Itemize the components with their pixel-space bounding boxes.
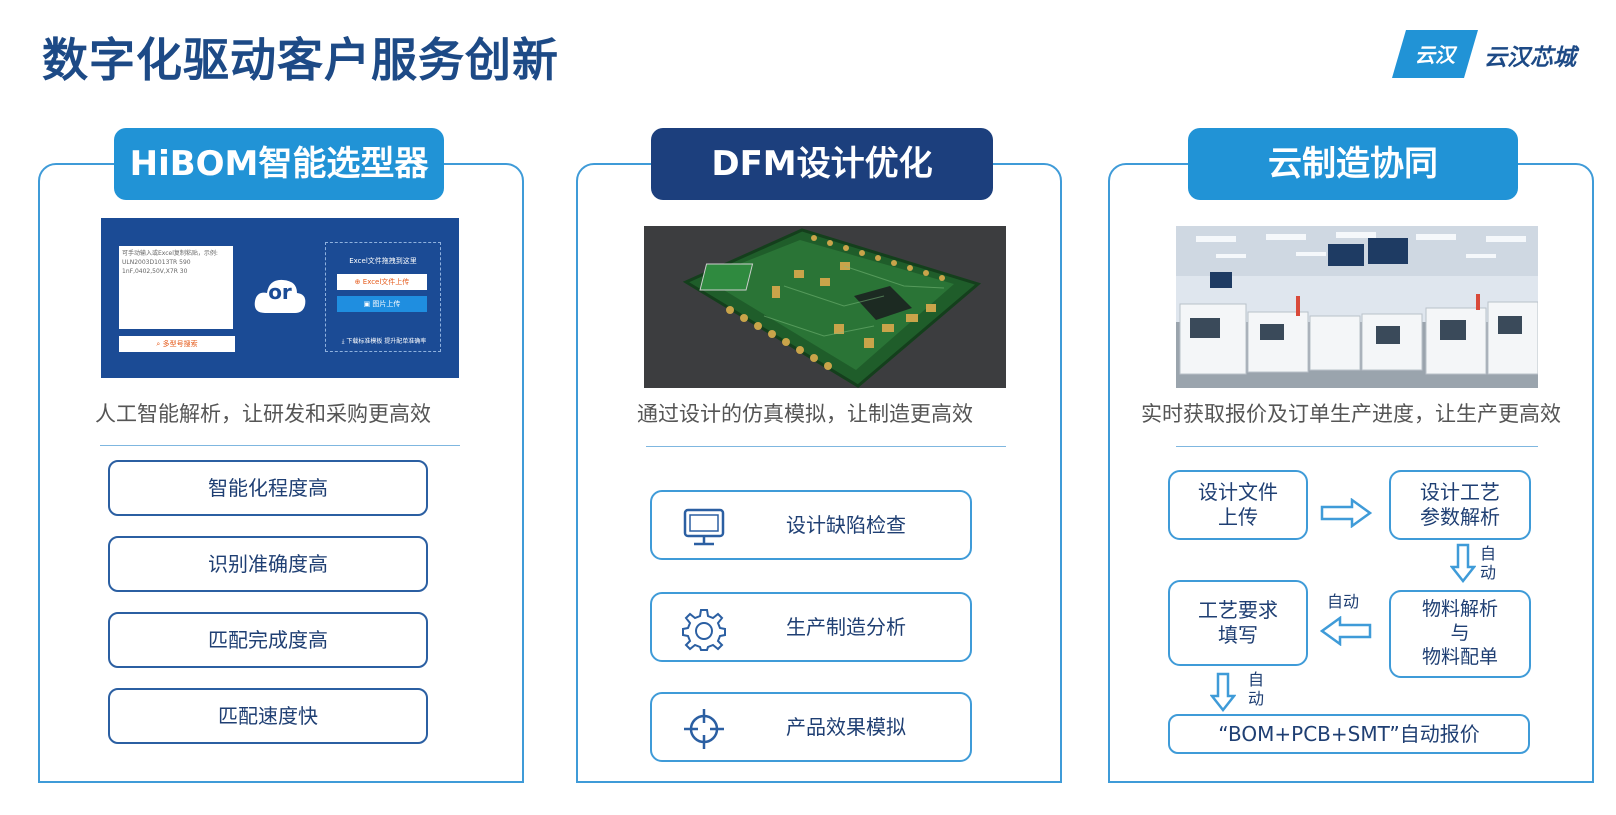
download-icon: ⤓	[341, 338, 347, 345]
feature-label: 生产制造分析	[786, 615, 906, 639]
flow-step-material-matching: 物料解析 与 物料配单	[1389, 590, 1531, 678]
feature-defect-check: 设计缺陷检查	[650, 490, 972, 560]
page-title: 数字化驱动客户服务创新	[42, 33, 559, 87]
divider-cloud-manufacturing	[1176, 446, 1538, 447]
hibom-screenshot: 可手动输入或Excel复制粘贴，示例: ULN2003D1013TR 590 1…	[101, 218, 459, 378]
cloud-icon	[254, 279, 306, 313]
bom-textarea: 可手动输入或Excel复制粘贴，示例: ULN2003D1013TR 590 1…	[119, 246, 233, 329]
download-template-link: ⤓ 下载标准模板 提升配单准确率	[341, 338, 427, 345]
divider-hibom	[100, 445, 460, 446]
hibom-item-3: 匹配完成度高	[108, 612, 428, 668]
logo-text: 云汉芯城	[1484, 45, 1576, 71]
gear-icon	[682, 609, 726, 651]
arrow-right-icon	[1320, 498, 1372, 528]
arrow-left-icon	[1320, 616, 1372, 646]
dropzone-title: Excel文件拖拽到这里	[349, 257, 417, 265]
badge-hibom: HiBOM智能选型器	[114, 128, 444, 200]
feature-manufacturing-analysis: 生产制造分析	[650, 592, 972, 662]
search-icon: ⌕	[156, 340, 163, 348]
divider-dfm	[646, 446, 1006, 447]
badge-dfm: DFM设计优化	[651, 128, 993, 200]
hibom-item-4: 匹配速度快	[108, 688, 428, 744]
image-upload-button: ▣ 图片上传	[337, 296, 427, 312]
auto-label: 自 动	[1480, 544, 1497, 583]
pcb-board-image	[644, 226, 1006, 388]
arrow-down-icon	[1210, 672, 1236, 712]
arrow-down-icon	[1450, 543, 1476, 583]
flow-step-upload: 设计文件 上传	[1168, 470, 1308, 540]
badge-cloud-manufacturing: 云制造协同	[1188, 128, 1518, 200]
brand-logo: 云汉 云汉芯城	[1392, 30, 1592, 80]
upload-icon: ⊕	[354, 278, 363, 286]
flow-step-parameter-parse: 设计工艺 参数解析	[1389, 470, 1531, 540]
svg-text:云汉: 云汉	[1415, 45, 1458, 67]
auto-label: 自动	[1327, 592, 1360, 611]
feature-label: 设计缺陷检查	[786, 513, 906, 537]
monitor-icon	[683, 508, 725, 546]
flow-step-process-requirements: 工艺要求 填写	[1168, 580, 1308, 666]
flow-step-auto-quote: “BOM+PCB+SMT”自动报价	[1168, 714, 1530, 754]
logo-mark-icon: 云汉	[1392, 30, 1478, 78]
hibom-item-2: 识别准确度高	[108, 536, 428, 592]
feature-label: 产品效果模拟	[786, 715, 906, 739]
crosshair-icon	[684, 709, 724, 749]
feature-effect-simulation: 产品效果模拟	[650, 692, 972, 762]
caption-dfm: 通过设计的仿真模拟，让制造更高效	[637, 402, 973, 426]
image-icon: ▣	[363, 300, 373, 308]
caption-hibom: 人工智能解析，让研发和采购更高效	[95, 402, 431, 426]
factory-image	[1176, 226, 1538, 388]
hibom-item-1: 智能化程度高	[108, 460, 428, 516]
excel-dropzone	[325, 242, 441, 352]
caption-cloud-manufacturing: 实时获取报价及订单生产进度，让生产更高效	[1141, 402, 1561, 426]
auto-label: 自 动	[1248, 670, 1265, 709]
multi-model-search-button: ⌕ 多型号搜索	[119, 336, 235, 352]
or-text: or	[268, 280, 292, 304]
excel-upload-button: ⊕ Excel文件上传	[337, 274, 427, 290]
